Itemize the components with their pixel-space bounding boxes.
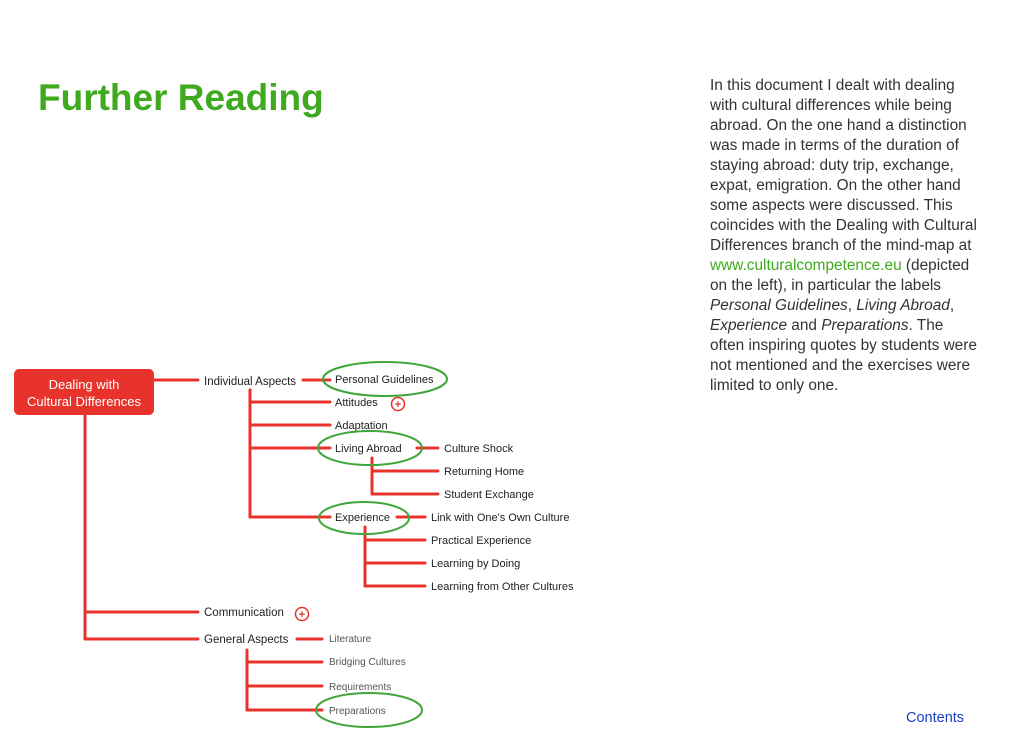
contents-link[interactable]: Contents [906, 710, 965, 726]
description-ending: . The often inspiring quotes by students… [710, 317, 977, 394]
highlight-experience [318, 501, 410, 535]
node-returning-home: Returning Home [444, 466, 524, 478]
separator-2: , [949, 297, 955, 314]
description-middle: (depicted on the left), in particular th… [710, 257, 970, 294]
highlight-circles [315, 361, 448, 728]
node-learning-by-doing: Learning by Doing [431, 558, 520, 570]
node-attitudes: Attitudes [335, 397, 378, 409]
attitudes-expand-icon[interactable]: + [390, 396, 406, 412]
label-living-abroad: Living Abroad [856, 297, 950, 314]
highlight-personal-guidelines [322, 361, 448, 397]
node-communication: Communication [204, 607, 284, 619]
node-learning-other-cultures: Learning from Other Cultures [431, 581, 574, 593]
communication-expand-symbol: + [299, 609, 305, 621]
mind-map-branches [83, 378, 440, 712]
node-adaptation: Adaptation [335, 420, 388, 432]
node-individual-aspects: Individual Aspects [204, 376, 296, 388]
website-link[interactable]: www.culturalcompetence.eu [710, 257, 902, 274]
node-personal-guidelines: Personal Guidelines [335, 374, 434, 386]
highlight-living-abroad [317, 430, 423, 466]
mind-map: Dealing with Cultural Differences Indivi… [14, 361, 574, 728]
attitudes-expand-symbol: + [395, 399, 401, 411]
root-node [14, 369, 154, 415]
node-practical-experience: Practical Experience [431, 535, 531, 547]
node-preparations: Preparations [329, 706, 386, 717]
node-general-aspects: General Aspects [204, 634, 289, 646]
separator-3: and [791, 317, 817, 334]
node-culture-shock: Culture Shock [444, 443, 514, 455]
communication-expand-icon[interactable]: + [294, 606, 310, 622]
root-node-label-line2: Cultural Differences [27, 394, 141, 409]
root-node-label-line1: Dealing with [49, 377, 120, 392]
node-living-abroad: Living Abroad [335, 443, 402, 455]
separator-1: , [847, 297, 853, 314]
label-preparations: Preparations [821, 317, 909, 334]
label-personal-guidelines: Personal Guidelines [710, 297, 848, 314]
node-bridging-cultures: Bridging Cultures [329, 657, 406, 668]
description-paragraph: In this document I dealt with dealing wi… [710, 76, 978, 396]
node-experience: Experience [335, 512, 390, 524]
description-intro: In this document I dealt with dealing wi… [710, 77, 977, 254]
page-title: Further Reading [38, 77, 324, 118]
highlight-preparations [315, 692, 423, 728]
node-link-own-culture: Link with One's Own Culture [431, 512, 569, 524]
label-experience: Experience [710, 317, 787, 334]
node-literature: Literature [329, 634, 372, 645]
node-requirements: Requirements [329, 682, 391, 693]
node-student-exchange: Student Exchange [444, 489, 534, 501]
